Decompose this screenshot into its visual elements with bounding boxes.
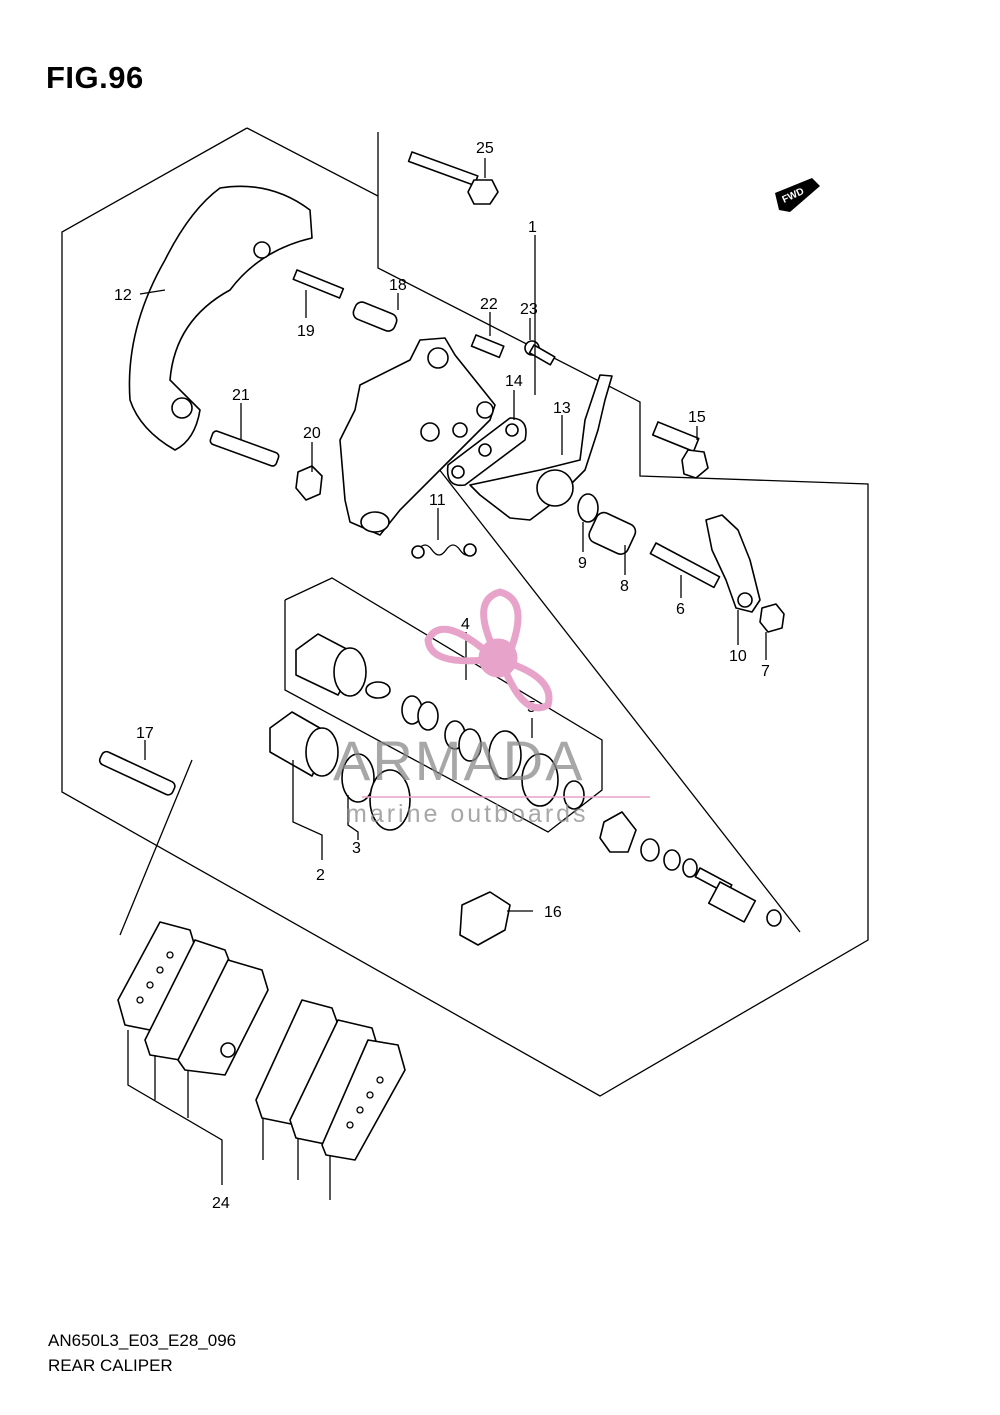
part-24-pad-left [177,959,269,1076]
callout-6: 6 [676,601,685,618]
forward-direction-badge: FWD [775,178,820,212]
callout-21: 21 [232,387,250,404]
callout-22: 22 [480,296,498,313]
watermark: ARMADA marine outboards [333,588,650,828]
part-16-clip [459,891,511,946]
callout-18: 18 [389,277,407,294]
callout-2: 2 [316,867,325,884]
part-11-spring [411,543,477,559]
figure-title: FIG.96 [46,60,144,95]
caliper-body [339,337,496,536]
adjuster-group-lower [599,811,782,927]
watermark-brand: ARMADA [333,729,585,792]
part-23-cap [524,340,556,366]
part-24-pad-right-shim [321,1039,406,1161]
callout-25: 25 [476,140,494,157]
part-18-bushing [352,301,398,332]
part-10-arm [705,514,761,613]
part-6-screw [649,542,721,589]
callout-20: 20 [303,425,321,442]
part-3-piston-seals [341,753,411,831]
part-12-caliper-bracket [128,185,313,451]
part-21-pin [209,430,280,467]
callout-11: 11 [429,492,446,509]
callout-14: 14 [505,373,523,390]
part-7-nut [759,603,785,633]
part-8-adjuster [588,511,637,555]
part-4-seal-set [365,681,585,810]
part-15-bolt [651,421,709,479]
part-14-plate [446,417,527,487]
part-25-bolt [407,151,499,205]
part-4-piston-upper [295,633,367,697]
part-9-o-ring [577,493,599,523]
callout-9: 9 [578,555,587,572]
callout-13: 13 [553,400,571,417]
part-13-lever [469,374,613,521]
callout-1: 1 [528,219,537,236]
callout-17: 17 [136,725,154,742]
part-2-piston-lower [269,711,339,777]
part-22-bleeder [470,334,505,359]
figure-code: AN650L3_E03_E28_096 [48,1331,237,1350]
part-20-nut [295,465,323,501]
callout-19: 19 [297,323,315,340]
callout-8: 8 [620,578,629,595]
callout-24: 24 [212,1195,230,1212]
leader-lines [127,158,767,1200]
part-17-pin [98,750,176,796]
callout-23: 23 [520,301,538,318]
watermark-tagline: marine outboards [346,800,589,828]
diagonal-leader [427,454,801,933]
callout-16: 16 [544,904,562,921]
part-19-pin [292,269,345,299]
callout-7: 7 [761,663,770,680]
callout-10: 10 [729,648,747,665]
callout-4: 4 [461,616,470,633]
assembly-outline [61,127,869,1097]
callout-labels: 1 2 3 4 5 6 7 8 9 10 11 12 13 14 15 16 1… [114,140,770,1212]
figure-name: REAR CALIPER [48,1356,173,1375]
diagonal-leader-b [119,759,193,936]
piston-kit-outline [284,577,603,833]
watermark-propeller-icon [424,588,553,712]
callout-12: 12 [114,287,132,304]
callout-3: 3 [352,840,361,857]
callout-15: 15 [688,409,706,426]
